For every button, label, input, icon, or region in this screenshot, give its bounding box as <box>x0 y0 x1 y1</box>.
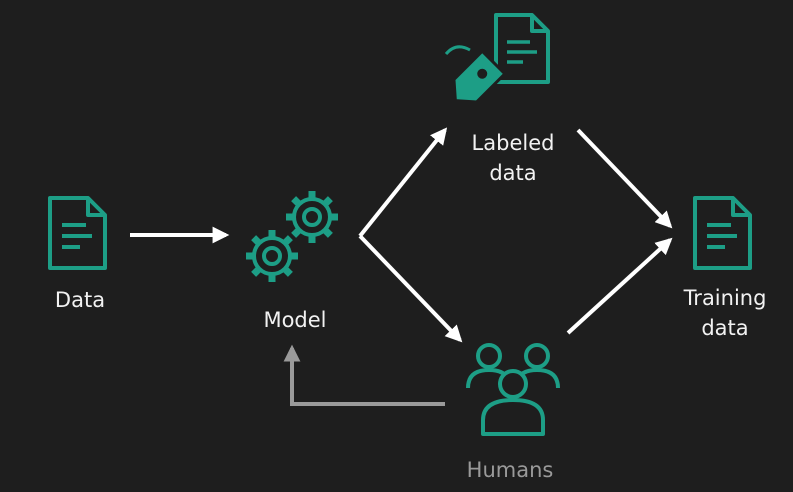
training-data-label-line2: data <box>701 316 749 340</box>
people-icon <box>466 343 560 436</box>
labeled-data-label-line2: data <box>489 161 537 185</box>
training-data-label: Training data <box>660 283 790 343</box>
gears-icon <box>246 191 338 282</box>
humans-label-text: Humans <box>466 458 554 482</box>
training-data-label-line1: Training <box>683 286 767 310</box>
humans-label: Humans <box>445 455 575 485</box>
arrow-humans-to-training <box>566 237 673 335</box>
labeled-data-label-line1: Labeled <box>471 131 555 155</box>
tagged-document-icon <box>444 13 550 104</box>
training-document-icon <box>693 196 752 270</box>
data-label: Data <box>35 285 125 315</box>
data-document-icon <box>48 196 107 270</box>
model-label-text: Model <box>263 308 327 332</box>
arrow-humans-to-model-feedback <box>283 344 445 406</box>
arrow-model-to-labeled <box>358 127 448 238</box>
arrow-labeled-to-training <box>576 128 673 229</box>
labeled-data-label: Labeled data <box>448 128 578 188</box>
model-label: Model <box>245 305 345 335</box>
arrow-model-to-humans <box>358 234 463 343</box>
data-label-text: Data <box>54 288 106 312</box>
